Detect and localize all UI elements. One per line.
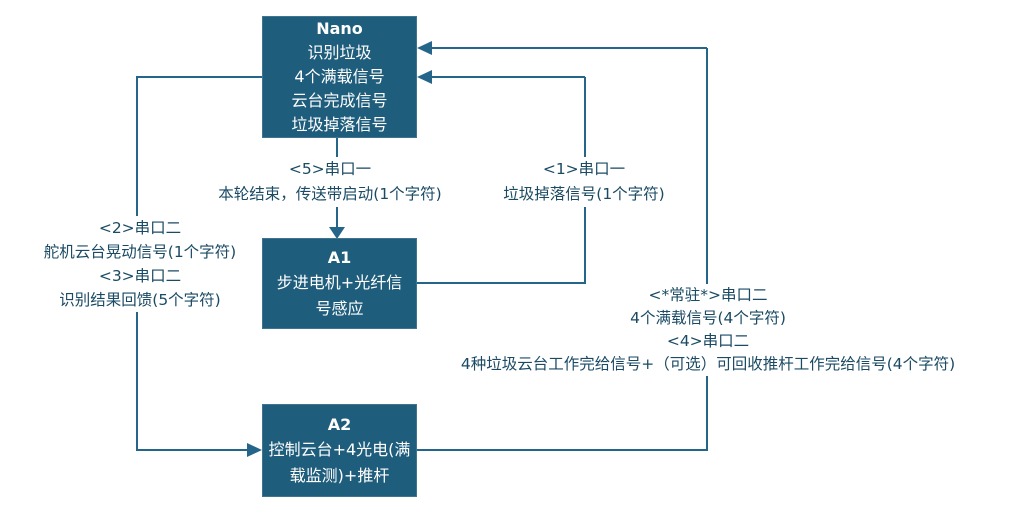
label-serial2-msg3-line2: 识别结果回馈(5个字符) [59, 291, 221, 309]
node-a2: A2 控制云台+4光电(满载监测)+推杆 [262, 404, 417, 497]
label-serial1-msg5: <5>串口一 本轮结束，传送带启动(1个字符) [198, 157, 462, 207]
node-a2-title: A2 [327, 414, 352, 434]
connector-a1-to-nano-top-line [432, 76, 585, 78]
label-serial1-msg5-line1: <5>串口一 [288, 160, 372, 178]
label-serial2-resident-line2: 4个满载信号(4个字符) [630, 309, 786, 327]
arrow-left-icon [417, 41, 432, 55]
node-nano-title: Nano [316, 19, 363, 38]
label-serial2-msg2-line1: <2>串口二 [98, 219, 182, 237]
label-serial2-msg2-line2: 舵机云台晃动信号(1个字符) [43, 243, 237, 261]
node-nano-line: 云台完成信号 [291, 91, 388, 110]
connector-a2-to-nano-vertical-line [706, 48, 708, 451]
node-a1-body: 步进电机+光纤信号感应 [276, 272, 403, 318]
connector-a2-to-nano-bottom-line [417, 449, 707, 451]
connector-nano-to-a2-top-line [137, 76, 262, 78]
arrow-left-icon [417, 70, 432, 84]
label-serial1-msg1-line2: 垃圾掉落信号(1个字符) [503, 185, 665, 203]
label-serial2-resident-msg4: <*常驻*>串口二 4个满载信号(4个字符) <4>串口二 4种垃圾云台工作完给… [412, 284, 1004, 376]
label-serial2-msg4-line2: 4种垃圾云台工作完给信号+（可选）可回收推杆工作完给信号(4个字符) [460, 355, 956, 373]
node-nano-line: 4个满载信号 [294, 67, 385, 86]
label-serial1-msg1-line1: <1>串口一 [542, 160, 626, 178]
label-serial2-resident-line1: <*常驻*>串口二 [648, 286, 768, 304]
arrow-down-icon [329, 227, 345, 239]
node-nano-line: 垃圾掉落信号 [291, 115, 388, 134]
connector-a1-to-nano-bottom-line [417, 282, 585, 284]
label-serial2-msg4-line1: <4>串口二 [666, 332, 750, 350]
node-a2-body: 控制云台+4光电(满载监测)+推杆 [268, 439, 411, 485]
label-serial2-msg2-msg3: <2>串口二 舵机云台晃动信号(1个字符) <3>串口二 识别结果回馈(5个字符… [20, 216, 260, 312]
connector-nano-to-a2-bottom-line [137, 449, 248, 451]
label-serial1-msg5-line2: 本轮结束，传送带启动(1个字符) [218, 185, 442, 203]
label-serial1-msg1: <1>串口一 垃圾掉落信号(1个字符) [478, 157, 690, 207]
node-nano: Nano 识别垃圾 4个满载信号 云台完成信号 垃圾掉落信号 [262, 16, 417, 138]
arrow-right-icon [247, 443, 262, 457]
node-a1: A1 步进电机+光纤信号感应 [262, 238, 417, 329]
connector-a2-to-nano-top-line [432, 47, 707, 49]
label-serial2-msg3-line1: <3>串口二 [98, 267, 182, 285]
node-a1-title: A1 [327, 247, 352, 267]
node-nano-line: 识别垃圾 [307, 43, 372, 62]
